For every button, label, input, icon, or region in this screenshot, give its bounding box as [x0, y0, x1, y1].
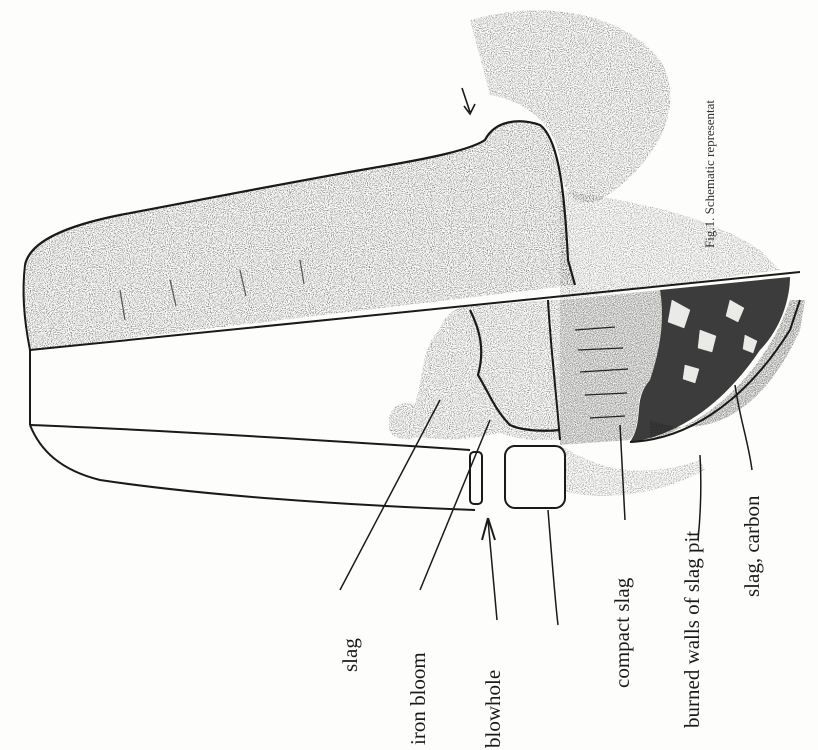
- label-burned-walls: burned walls of slag pit: [682, 531, 703, 728]
- label-slag: slag: [340, 638, 361, 672]
- label-blowhole: blowhole: [483, 670, 504, 748]
- label-iron-bloom: iron bloom: [408, 652, 429, 745]
- label-compact-slag: compact slag: [612, 578, 633, 688]
- hearth-contents: [389, 277, 800, 445]
- figure-caption: Fig.1. Schematic representat: [703, 100, 716, 248]
- label-slag-carbon: slag, carbon: [742, 496, 763, 597]
